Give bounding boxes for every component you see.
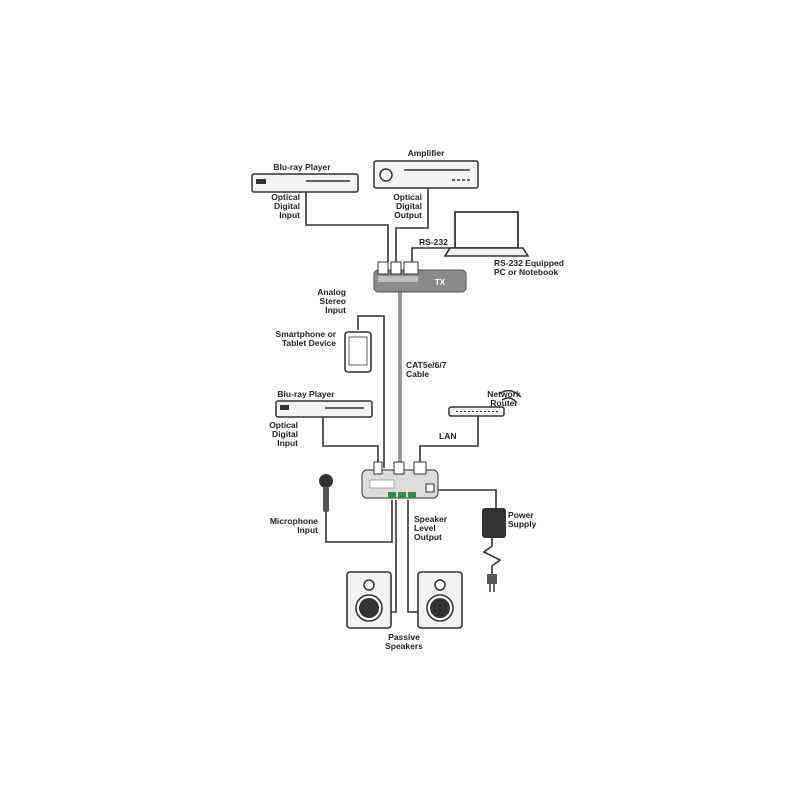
label-line: Digital xyxy=(274,201,300,211)
label-line: Supply xyxy=(508,519,537,529)
smartphone xyxy=(344,331,372,373)
tx-label: TX xyxy=(435,278,446,287)
cable-lan xyxy=(419,416,479,468)
laptop xyxy=(443,211,530,257)
power-supply xyxy=(482,508,506,592)
label-line: Stereo xyxy=(320,296,346,306)
label-line: RS-232 Equipped xyxy=(494,258,564,268)
speaker-right xyxy=(417,571,463,629)
label-line: Power xyxy=(508,510,534,520)
label-line: Optical xyxy=(393,192,422,202)
label-line: Tablet Device xyxy=(282,338,336,348)
lan-label: LAN xyxy=(439,431,456,441)
label-line: Input xyxy=(325,305,346,315)
cable-power xyxy=(432,489,497,508)
label-line: Optical xyxy=(271,192,300,202)
label-line: Smartphone or xyxy=(276,329,337,339)
cable-speaker-right xyxy=(407,500,418,613)
speaker-left xyxy=(346,571,392,629)
label-line: Passive xyxy=(388,632,420,642)
cables xyxy=(305,188,502,613)
label-line: Input xyxy=(277,438,298,448)
bluray-top-label: Blu-ray Player xyxy=(273,162,331,172)
cable-mic xyxy=(325,500,393,543)
tx-unit xyxy=(373,261,467,293)
cable-bluray-top-to-tx xyxy=(305,192,389,262)
label-line: Output xyxy=(414,532,442,542)
label-line: Optical xyxy=(269,420,298,430)
label-line: Input xyxy=(297,525,318,535)
label-line: Digital xyxy=(272,429,298,439)
cable-power-ac xyxy=(482,538,502,574)
amplifier-label: Amplifier xyxy=(408,148,446,158)
label-line: Level xyxy=(414,523,436,533)
bluray-player-mid xyxy=(275,400,373,418)
label-line: Speaker xyxy=(414,514,448,524)
cable-bluray-mid-to-rx xyxy=(322,417,379,468)
label-line: Network xyxy=(487,389,521,399)
label-line: Speakers xyxy=(385,641,423,651)
label-line: Output xyxy=(394,210,422,220)
cable-amplifier-to-tx xyxy=(395,188,429,262)
rs232-label: RS-232 xyxy=(419,237,448,247)
label-line: CAT5e/6/7 xyxy=(406,360,447,370)
label-line: Cable xyxy=(406,369,429,379)
label-line: Analog xyxy=(317,287,346,297)
label-line: PC or Notebook xyxy=(494,267,558,277)
label-line: Input xyxy=(279,210,300,220)
cable-speaker-left xyxy=(390,500,397,613)
label-line: Microphone xyxy=(270,516,318,526)
bluray-player-top xyxy=(251,173,359,193)
bluray-mid-label: Blu-ray Player xyxy=(277,389,335,399)
label-line: Digital xyxy=(396,201,422,211)
rx-unit xyxy=(361,461,439,499)
microphone xyxy=(319,474,333,512)
cable-analog xyxy=(357,315,385,468)
amplifier xyxy=(373,160,479,189)
network-router xyxy=(448,389,522,417)
cable-rs232-to-laptop xyxy=(411,247,455,262)
label-line: Router xyxy=(490,398,518,408)
